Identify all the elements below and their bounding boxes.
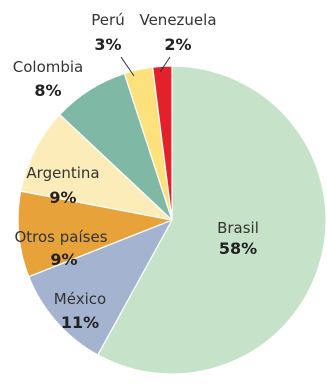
pie-slice-venezuela: [152, 65, 173, 221]
pie-slice-brasil: [97, 65, 327, 375]
slice-percent-label: 11%: [61, 313, 99, 332]
pie-slice-otros-pa-ses: [17, 190, 173, 278]
pie-slices: [17, 65, 327, 375]
slice-percent-label: 8%: [34, 81, 61, 100]
leader-lines: [120, 56, 171, 77]
slice-label: Colombia: [13, 58, 84, 76]
slice-label: Argentina: [26, 164, 99, 182]
slice-percent-label: 2%: [164, 35, 191, 54]
leader-line: [120, 56, 135, 77]
slice-label: Perú: [91, 11, 124, 29]
leader-line: [159, 56, 171, 73]
slice-label: Otros países: [14, 228, 107, 246]
slice-label: Brasil: [217, 219, 259, 237]
slice-percent-label: 3%: [94, 35, 121, 54]
slice-label: México: [54, 290, 106, 308]
slice-labels: Brasil 58% México 11% Otros países 9% Argentin…: [13, 11, 259, 332]
pie-slice-argentina: [20, 113, 173, 221]
slice-percent-label: 9%: [50, 250, 77, 269]
slice-percent-label: 9%: [49, 188, 76, 207]
slice-percent-label: 58%: [219, 239, 257, 258]
pie-slice-m-xico: [28, 219, 173, 356]
slice-label: Venezuela: [139, 11, 216, 29]
